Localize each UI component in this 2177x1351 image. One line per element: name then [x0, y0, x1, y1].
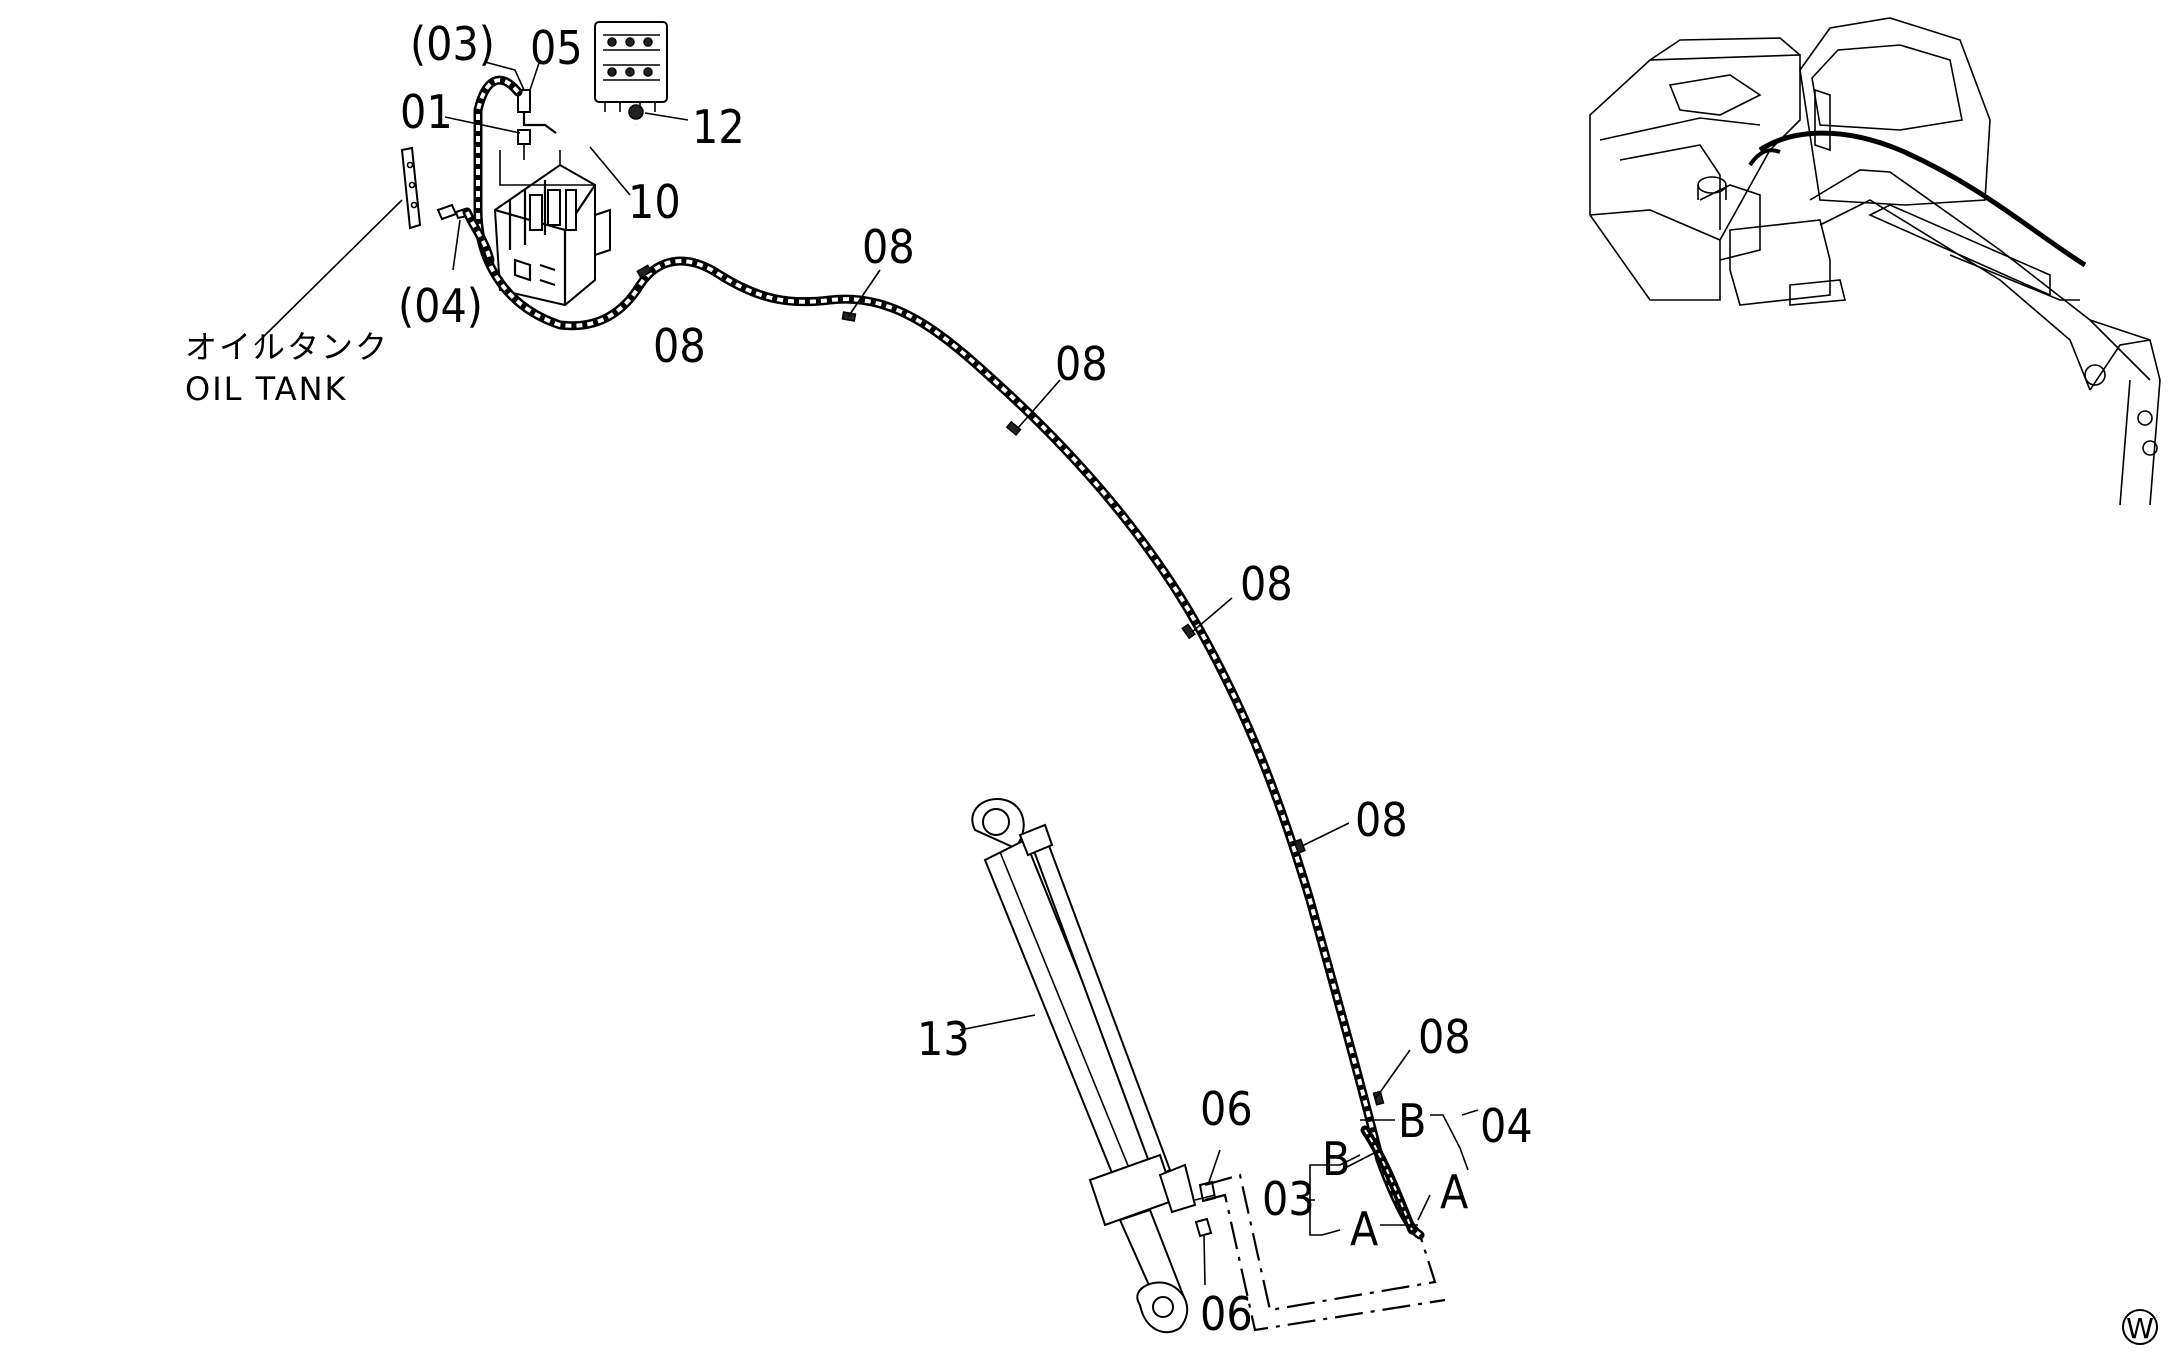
label-05: 05 [530, 21, 583, 75]
oil-tank-label-en: OIL TANK [185, 370, 348, 408]
label-08-d: 08 [1240, 557, 1293, 611]
label-13: 13 [917, 1012, 970, 1066]
label-04-paren: (04) [398, 279, 483, 333]
label-08-e: 08 [1355, 793, 1408, 847]
label-12: 12 [692, 100, 745, 154]
label-08-f: 08 [1418, 1010, 1471, 1064]
label-letter-b-right: B [1398, 1094, 1426, 1148]
hydraulic-cylinder-13 [971, 798, 1197, 1334]
hose-08-main [635, 256, 1425, 1240]
control-valve-assembly [493, 150, 611, 307]
fitting-05 [517, 89, 557, 134]
fitting-12 [628, 104, 644, 120]
label-06-lower: 06 [1200, 1287, 1253, 1341]
label-08-c: 08 [1055, 337, 1108, 391]
label-08-a: 08 [653, 319, 706, 373]
label-letter-a-left: A [1350, 1202, 1378, 1256]
label-03-paren: (03) [410, 17, 495, 71]
label-10: 10 [628, 175, 681, 229]
hose-04-short [462, 207, 495, 265]
fitting-04-paren [436, 203, 469, 221]
bracket-plate [400, 146, 422, 230]
leader-lines [254, 59, 1479, 1286]
routing-dashdot [1204, 1173, 1446, 1332]
corner-w-mark: W [2122, 1309, 2158, 1345]
excavator-overview-inset [1589, 17, 2161, 506]
label-06-upper: 06 [1200, 1082, 1253, 1136]
label-01: 01 [400, 85, 453, 139]
label-letter-a-right: A [1440, 1165, 1468, 1219]
label-08-b: 08 [862, 220, 915, 274]
fitting-06-lower [1194, 1217, 1213, 1238]
pilot-valve [594, 21, 668, 112]
label-04: 04 [1480, 1099, 1533, 1153]
corner-w-letter: W [2126, 1312, 2154, 1345]
hose-b-branch [1360, 1125, 1417, 1235]
hose-03-upper [473, 75, 645, 331]
oil-tank-label-jp: オイルタンク [185, 328, 389, 366]
label-letter-b-left: B [1322, 1132, 1350, 1186]
label-03: 03 [1262, 1172, 1315, 1226]
fitting-01 [517, 129, 531, 160]
